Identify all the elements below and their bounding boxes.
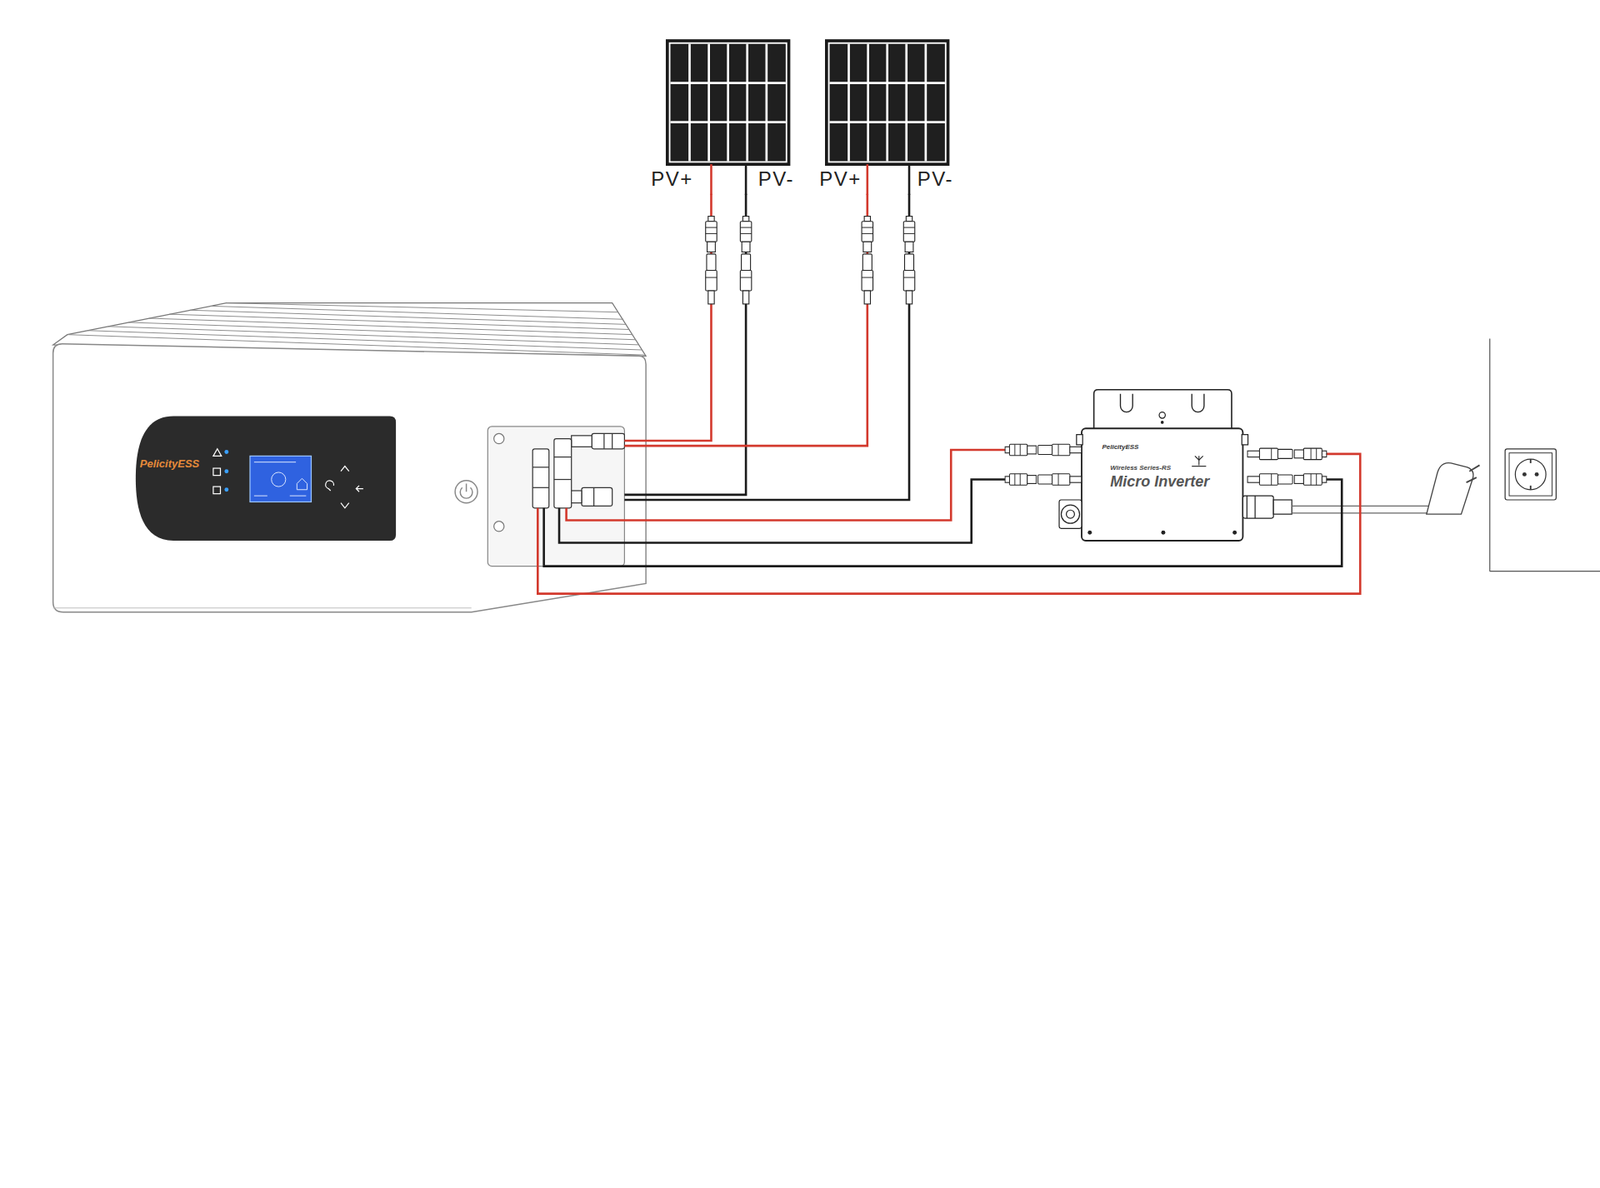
wire — [624, 194, 867, 446]
wire — [566, 450, 1006, 520]
wire — [624, 194, 711, 441]
product-name: Micro Inverter — [1110, 474, 1210, 490]
terminal-label: PV+ — [819, 169, 862, 190]
wire — [624, 194, 746, 495]
micro-inverter: PelicityESS Wireless Series-RS Micro Inver… — [1005, 390, 1327, 541]
series-name: Wireless Series-RS — [1110, 465, 1171, 472]
terminal-label: PV- — [758, 169, 795, 190]
wire — [537, 454, 1360, 595]
brand-logo: PelicityESS — [140, 458, 200, 470]
plug-and-socket — [1426, 339, 1600, 572]
wire — [624, 194, 910, 500]
terminal-label: PV+ — [650, 169, 694, 190]
mc4-connector — [705, 216, 1327, 486]
wire — [559, 480, 1005, 544]
wire — [544, 480, 1343, 567]
solar-panel-art — [667, 40, 949, 195]
brand-logo: PelicityESS — [1101, 444, 1139, 451]
terminal-label: PV- — [917, 169, 954, 190]
micro-inverter-art — [1059, 390, 1431, 541]
hybrid-inverter: PelicityESS — [53, 303, 625, 509]
solar-panel: PV+ PV- — [816, 40, 964, 195]
solar-panel: PV+ PV- — [648, 40, 803, 195]
